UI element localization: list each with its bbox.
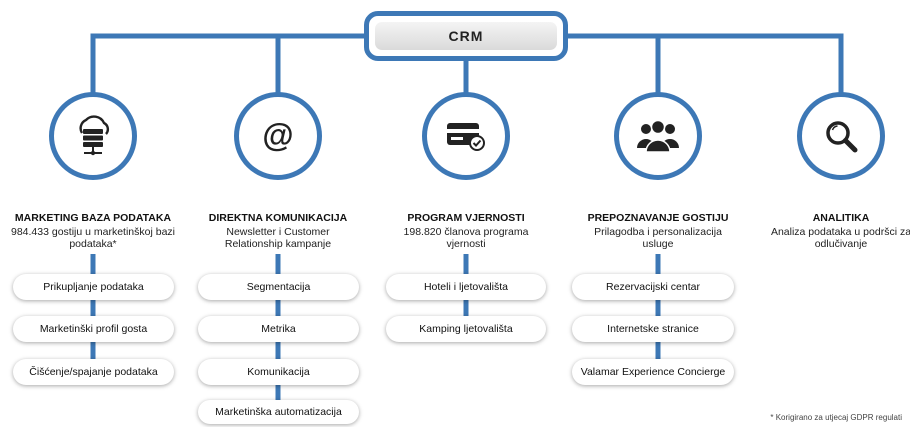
pill-col1-item2: Marketinški profil gosta <box>13 316 174 342</box>
column-1-description: 984.433 gostiju u marketinškoj bazi poda… <box>10 226 175 250</box>
guests-group-icon <box>637 119 679 153</box>
pill-col2-item3: Komunikacija <box>198 359 359 385</box>
pill-col2-item4: Marketinška automatizacija <box>198 400 359 424</box>
pill-col4-item2: Internetske stranice <box>572 316 734 342</box>
magnifier-icon <box>826 121 858 153</box>
at-sign-icon: @ <box>262 117 293 153</box>
connector-left <box>90 33 364 96</box>
pill-col3-item1: Hoteli i ljetovališta <box>386 274 546 300</box>
column-5-title: ANALITIKA <box>812 212 870 224</box>
column-4-title: PREPOZNAVANJE GOSTIJU <box>587 212 729 224</box>
column-1-circle <box>49 92 137 180</box>
footnote: * Korigirano za utjecaj GDPR regulati <box>770 413 902 422</box>
column-4-description: Prilagodba i personalizacija usluge <box>594 226 722 250</box>
svg-text:@: @ <box>262 117 293 153</box>
pill-col4-item3: Valamar Experience Concierge <box>572 359 734 385</box>
pill-col1-item3: Čišćenje/spajanje podataka <box>13 359 174 385</box>
column-2-description: Newsletter i Customer Relationship kampa… <box>224 226 332 250</box>
column-3-title: PROGRAM VJERNOSTI <box>407 212 525 224</box>
crm-box: CRM <box>364 11 568 61</box>
column-2-circle: @ <box>234 92 322 180</box>
column-1-title: MARKETING BAZA PODATAKA <box>14 212 172 224</box>
pill-col3-item2: Kamping ljetovališta <box>386 316 546 342</box>
pill-col2-item1: Segmentacija <box>198 274 359 300</box>
column-5-circle <box>797 92 885 180</box>
pill-col1-item1: Prikupljanje podataka <box>13 274 174 300</box>
pill-col4-item1: Rezervacijski centar <box>572 274 734 300</box>
loyalty-card-icon <box>447 123 485 151</box>
crm-label: CRM <box>375 22 557 50</box>
connector-right <box>568 33 844 96</box>
column-4-circle <box>614 92 702 180</box>
cloud-database-icon <box>79 115 109 156</box>
column-5-description: Analiza podataka u podršci za odlučivanj… <box>770 226 910 250</box>
column-3-description: 198.820 članova programa vjernosti <box>403 226 529 250</box>
column-3-circle <box>422 92 510 180</box>
column-2-title: DIREKTNA KOMUNIKACIJA <box>208 212 348 224</box>
pill-col2-item2: Metrika <box>198 316 359 342</box>
